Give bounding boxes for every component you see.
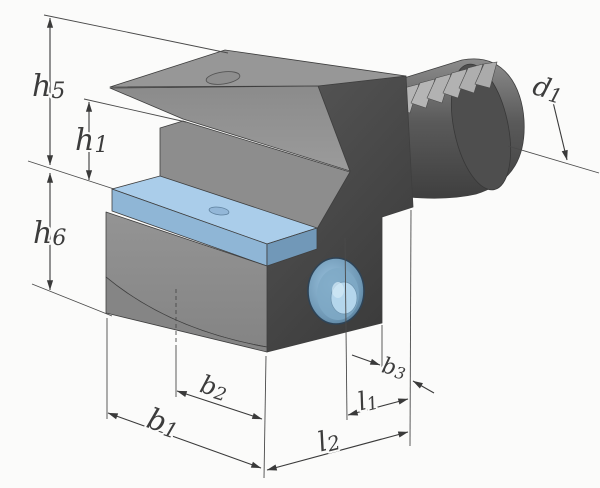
dimensions <box>27 14 600 479</box>
label-h1: h1 <box>75 123 108 158</box>
label-b3: b3 <box>379 353 409 383</box>
dimension-l2 <box>266 431 409 471</box>
label-l2: l2 <box>315 423 343 458</box>
dimension-b3 <box>351 325 435 394</box>
hole-highlight <box>332 282 344 298</box>
label-h5: h5 <box>32 69 65 104</box>
extension-right-face <box>409 209 412 447</box>
dimension-h1 <box>83 98 187 181</box>
extension-bottom-corner <box>263 355 267 479</box>
tool-holder-body <box>105 49 525 353</box>
top-oval-hole <box>205 71 241 85</box>
dimension-h5 <box>43 14 229 166</box>
serration-teeth <box>394 61 498 114</box>
label-b2: b2 <box>196 369 231 406</box>
shank-cylinder <box>394 58 525 199</box>
label-b1: b1 <box>143 401 184 444</box>
dimension-b1 <box>106 318 262 469</box>
lower-chamfer-face <box>105 276 268 353</box>
dimension-d1 <box>507 101 600 174</box>
insert-plate <box>111 175 318 267</box>
label-d1: d1 <box>529 71 566 109</box>
shank-end-cap <box>451 63 511 191</box>
front-bevel-face <box>109 85 351 172</box>
web-face <box>159 120 351 230</box>
extension-insert-top <box>27 160 115 190</box>
insert-side-face <box>266 227 318 267</box>
insert-oval-hole <box>208 206 230 216</box>
clamp-screw-hole <box>307 257 365 325</box>
dimension-l1 <box>344 237 409 421</box>
dimension-h6 <box>31 172 113 317</box>
label-h6: h6 <box>33 216 66 251</box>
